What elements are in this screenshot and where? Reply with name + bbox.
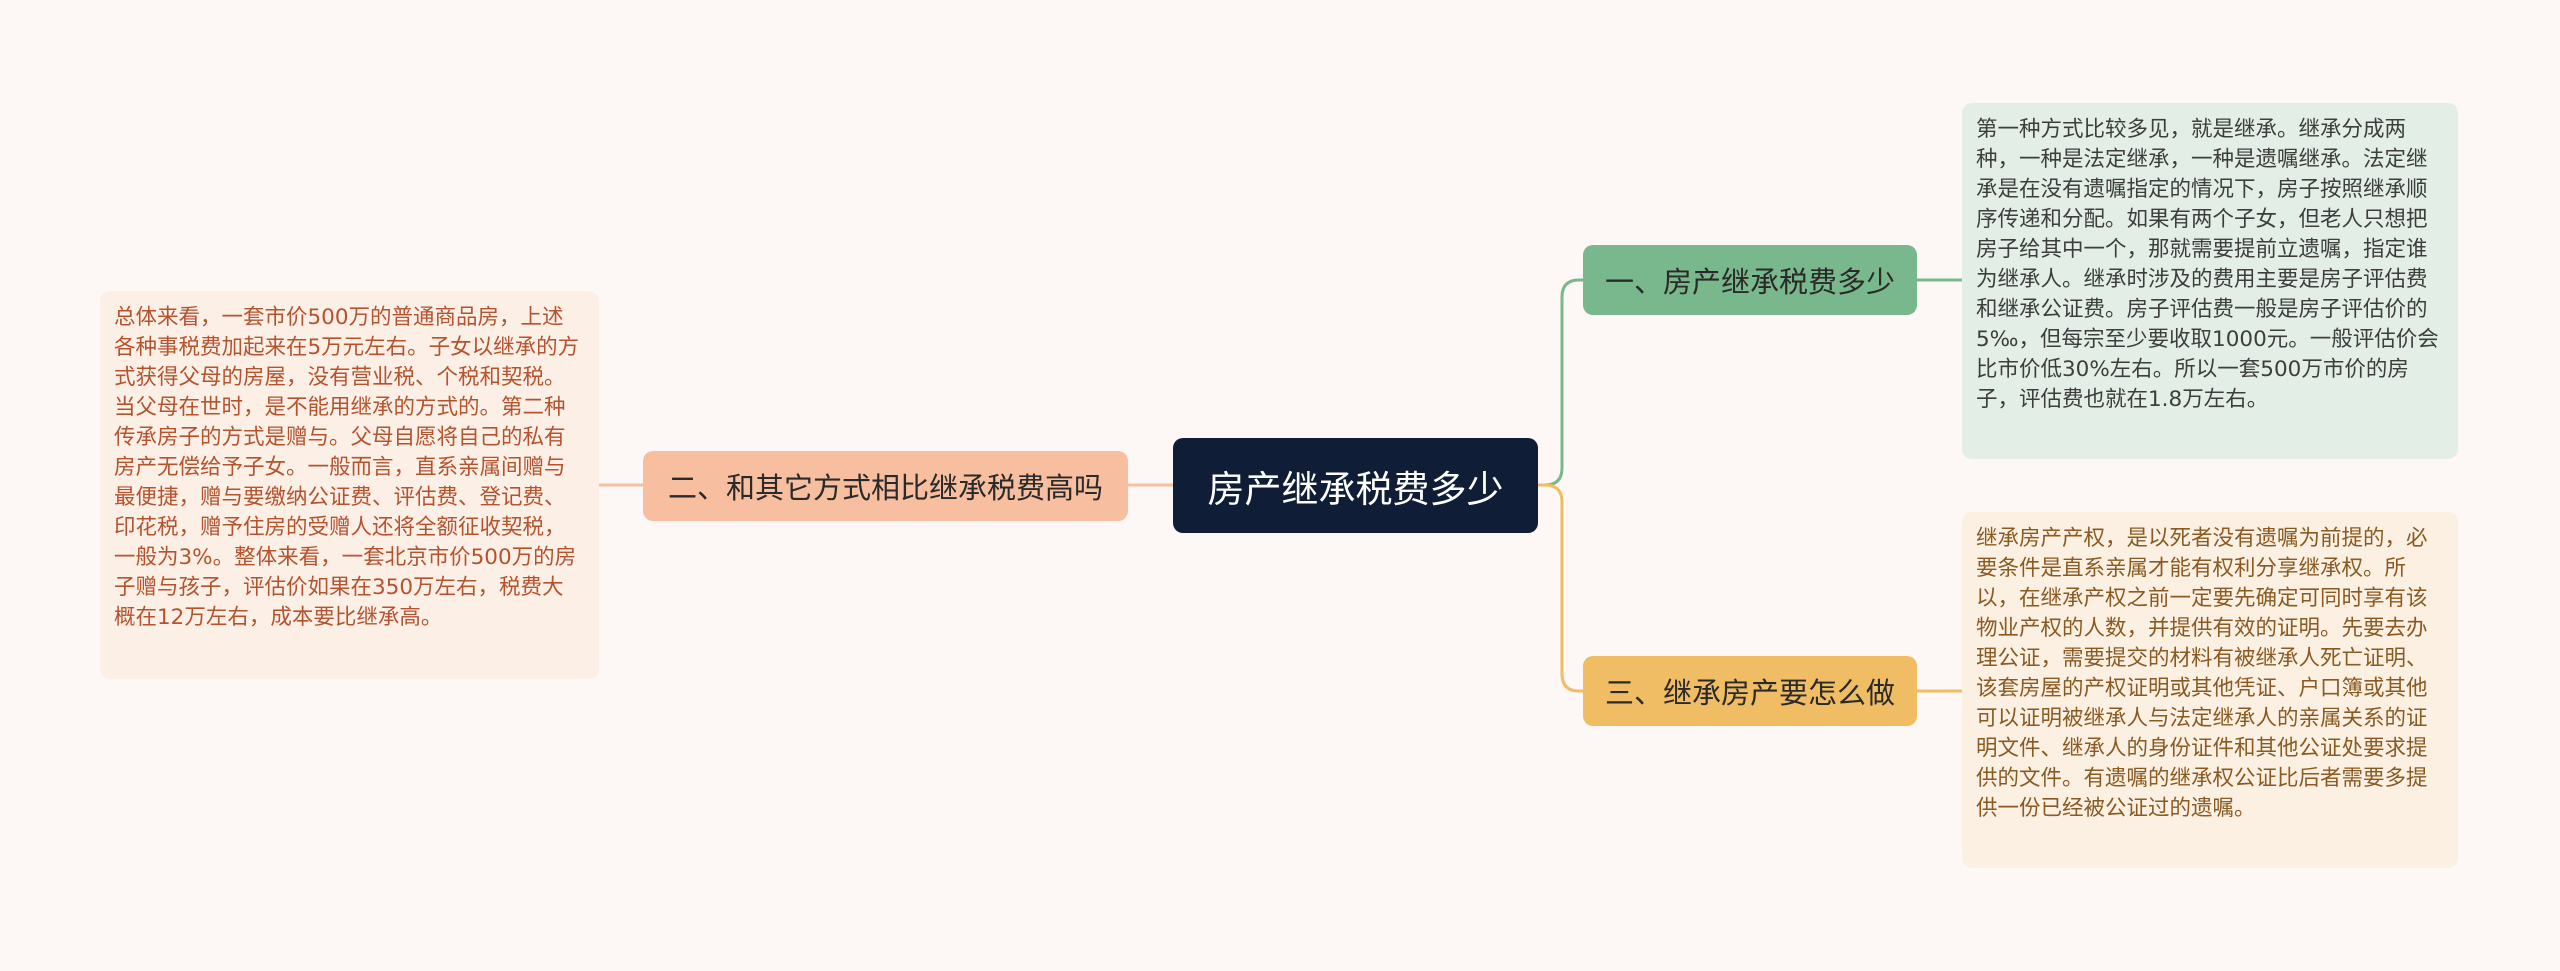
branch-label: 三、继承房产要怎么做 — [1604, 676, 1895, 710]
leaf-note-compare-methods[interactable]: 总体来看，一套市价500万的普通商品房，上述各种事税费加起来在5万元左右。子女以… — [100, 291, 599, 679]
root-label: 房产继承税费多少 — [1207, 467, 1504, 511]
leaf-note-how-to-inherit[interactable]: 继承房产产权，是以死者没有遗嘱为前提的，必要条件是直系亲属才能有权利分享继承权。… — [1962, 512, 2458, 868]
branch-node-compare-methods[interactable]: 二、和其它方式相比继承税费高吗 — [643, 451, 1128, 521]
connector-root-branch-1 — [1538, 278, 1583, 487]
leaf-note-inheritance-fees[interactable]: 第一种方式比较多见，就是继承。继承分成两种，一种是法定继承，一种是遗嘱继承。法定… — [1962, 103, 2458, 459]
branch-node-how-to-inherit[interactable]: 三、继承房产要怎么做 — [1583, 656, 1917, 726]
branch-node-inheritance-fees[interactable]: 一、房产继承税费多少 — [1583, 245, 1917, 315]
connector-root-branch-3 — [1538, 483, 1583, 693]
branch-label: 二、和其它方式相比继承税费高吗 — [667, 471, 1103, 505]
branch-label: 一、房产继承税费多少 — [1604, 265, 1895, 299]
root-node[interactable]: 房产继承税费多少 — [1173, 438, 1538, 533]
